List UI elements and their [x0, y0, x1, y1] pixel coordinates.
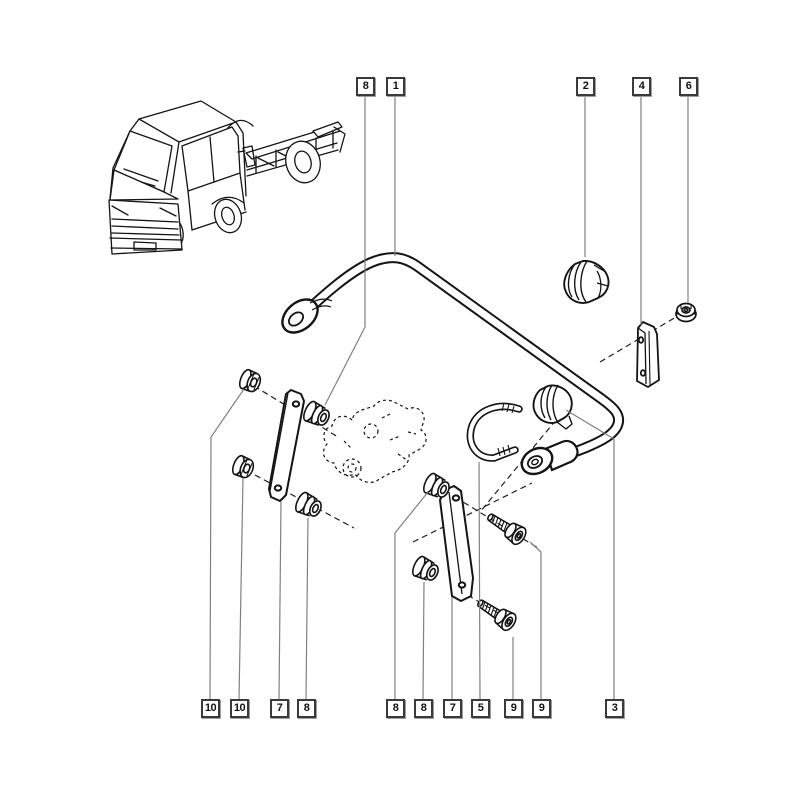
- flange-nut-lower-left: [229, 453, 257, 481]
- bushing-right-lower: [409, 553, 443, 585]
- callout-8-c[interactable]: 8: [414, 699, 433, 718]
- flange-nut-upper-left: [236, 367, 264, 395]
- bar-eye-right: [520, 439, 579, 476]
- u-bolt: [466, 402, 523, 462]
- callout-8-a[interactable]: 8: [297, 699, 316, 718]
- callout-9-a[interactable]: 9: [504, 699, 523, 718]
- callout-8-b[interactable]: 8: [386, 699, 405, 718]
- callout-7-b[interactable]: 7: [443, 699, 462, 718]
- vehicle-thumbnail: [108, 100, 346, 255]
- callout-7-a[interactable]: 7: [270, 699, 289, 718]
- bushing-left-lower: [292, 489, 326, 521]
- bushing-left-upper: [300, 398, 334, 430]
- stabilizer-bar: [281, 252, 625, 476]
- callout-6[interactable]: 6: [679, 77, 698, 96]
- callout-9-b[interactable]: 9: [532, 699, 551, 718]
- bushing-loose: [563, 259, 610, 304]
- callout-4[interactable]: 4: [632, 77, 651, 96]
- callout-10-a[interactable]: 10: [201, 699, 220, 718]
- callout-2[interactable]: 2: [576, 77, 595, 96]
- hex-nut: [675, 302, 697, 323]
- callout-1[interactable]: 1: [386, 77, 405, 96]
- callout-8-top[interactable]: 8: [356, 77, 375, 96]
- bar-eye-left: [281, 298, 333, 334]
- callout-3[interactable]: 3: [605, 699, 624, 718]
- link-plate-right: [439, 485, 474, 602]
- callout-5[interactable]: 5: [471, 699, 490, 718]
- link-plate-left: [268, 389, 305, 502]
- ghost-subframe-outline: [322, 399, 427, 484]
- bushing-mounted: [532, 384, 573, 430]
- leader-lines: [209, 96, 689, 700]
- callout-10-b[interactable]: 10: [230, 699, 249, 718]
- mount-bracket: [636, 321, 660, 388]
- bolt-upper: [482, 507, 530, 548]
